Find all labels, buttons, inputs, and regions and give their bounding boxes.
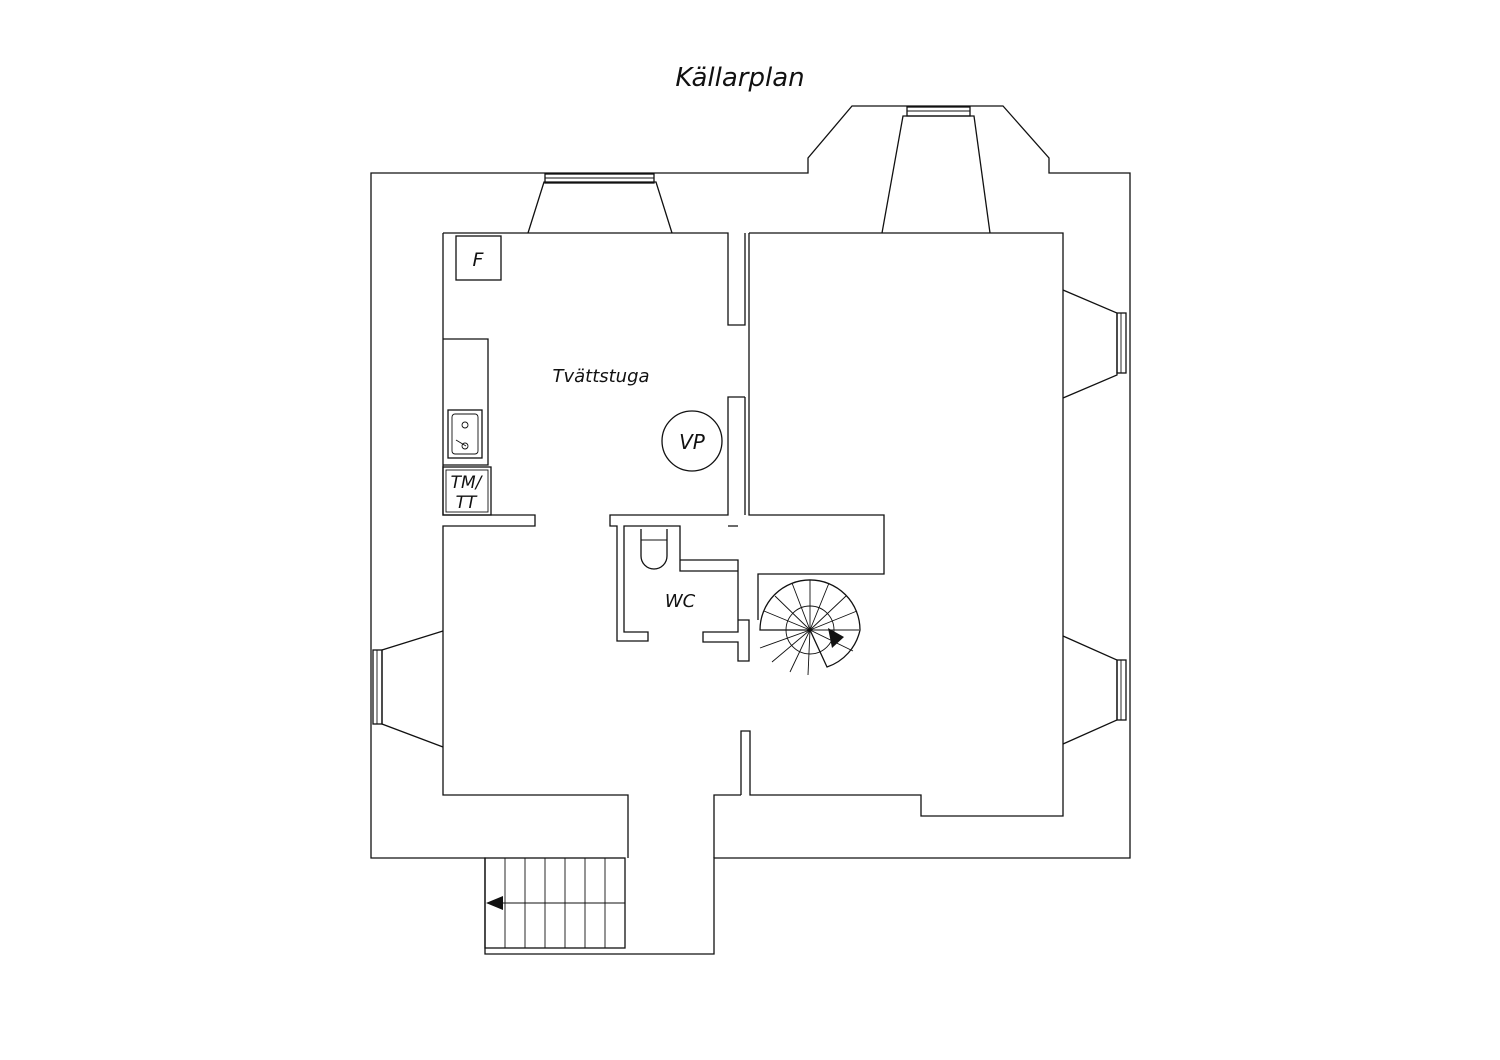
lower-corridor (713, 794, 741, 858)
washer-dryer-label-2: TT (456, 493, 478, 513)
sink-drain-1 (461, 421, 469, 429)
heat-pump (661, 410, 723, 472)
window-top-right (906, 106, 971, 117)
spiral-staircase (759, 579, 861, 676)
fuse-box (455, 235, 502, 281)
washer-dryer-inner (445, 469, 489, 513)
window-top-left (544, 173, 655, 184)
heat-pump-label: VP (679, 430, 706, 454)
corridor-wall (728, 397, 746, 527)
sink-drain-2 (461, 442, 469, 450)
washer-dryer-label-1: TM/ (451, 473, 484, 493)
window-well-top-right (881, 115, 991, 234)
stair-direction-arrow (828, 628, 844, 648)
room-label-laundry: Tvättstuga (552, 366, 649, 387)
entrance-arrow (486, 896, 503, 910)
window-well-top-left (527, 181, 673, 234)
window-left (372, 649, 383, 725)
window-right-lower (1116, 659, 1127, 721)
sink-faucet (455, 439, 467, 447)
window-well-left (381, 630, 444, 748)
sink (447, 409, 483, 459)
laundry-room-walls (442, 232, 750, 858)
counter (443, 338, 489, 466)
window-well-right-upper (1062, 289, 1118, 399)
fuse-box-label: F (473, 249, 485, 271)
window-right-upper (1116, 312, 1127, 374)
room-label-wc: WC (665, 591, 696, 612)
right-room-walls (740, 232, 1064, 817)
toilet-icon (640, 529, 668, 570)
window-well-right-lower (1062, 635, 1118, 745)
entrance-stairs (484, 857, 626, 949)
sink-basin (451, 413, 479, 455)
washer-dryer (442, 466, 492, 516)
plan-title: Källarplan (675, 63, 804, 93)
